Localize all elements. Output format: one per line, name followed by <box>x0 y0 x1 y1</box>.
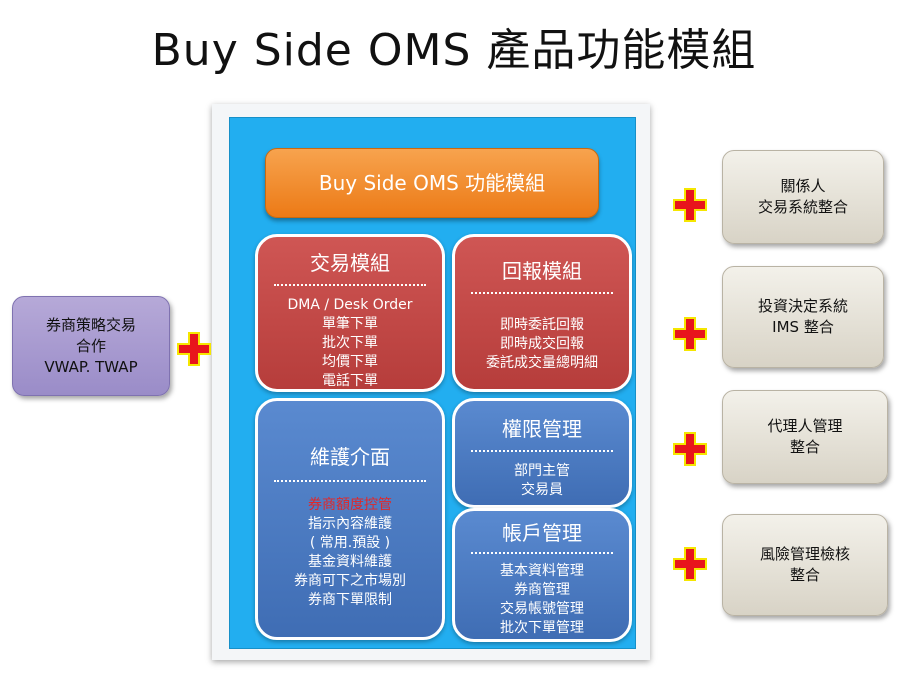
maintenance-module-title: 維護介面 <box>310 445 390 469</box>
plus-icon <box>672 546 708 582</box>
related-party-box: 關係人 交易系統整合 <box>722 150 884 244</box>
maintenance-module-item: ( 常用.預設 ) <box>309 535 391 551</box>
agent-management-line: 整合 <box>789 438 820 456</box>
report-module-divider <box>471 292 613 294</box>
maintenance-module-item: 指示內容維護 <box>308 516 392 532</box>
broker-strategy-line: 券商策略交易 <box>45 315 136 334</box>
trade-module-item: 均價下單 <box>322 354 378 370</box>
permission-module-item: 交易員 <box>521 482 563 498</box>
broker-strategy-line: VWAP. TWAP <box>44 357 138 376</box>
risk-management-box: 風險管理檢核 整合 <box>722 514 888 616</box>
account-module-divider <box>471 552 613 554</box>
permission-module-item: 部門主管 <box>514 463 570 479</box>
agent-management-line: 代理人管理 <box>767 417 843 435</box>
plus-icon <box>672 316 708 352</box>
account-module-item: 基本資料管理 <box>500 563 584 579</box>
broker-strategy-box: 券商策略交易 合作 VWAP. TWAP <box>12 296 170 396</box>
trade-module-item: 批次下單 <box>322 335 378 351</box>
report-module-item: 即時委託回報 <box>500 317 584 333</box>
trade-module-item: 電話下單 <box>322 373 378 389</box>
related-party-line: 關係人 <box>780 177 826 195</box>
maintenance-module-box: 維護介面 券商額度控管 指示內容維護 ( 常用.預設 ) 基金資料維護 券商可下… <box>255 398 445 640</box>
ims-integration-line: 投資決定系統 <box>757 297 848 315</box>
account-module-item: 券商管理 <box>514 582 570 598</box>
plus-icon <box>176 331 212 367</box>
maintenance-module-item: 基金資料維護 <box>308 554 392 570</box>
risk-management-line: 風險管理檢核 <box>759 545 850 563</box>
ims-integration-box: 投資決定系統 IMS 整合 <box>722 266 884 368</box>
account-module-item: 交易帳號管理 <box>500 601 584 617</box>
plus-icon <box>672 187 708 223</box>
ims-integration-line: IMS 整合 <box>772 318 834 336</box>
maintenance-module-item: 券商額度控管 <box>308 497 392 513</box>
plus-icon <box>672 431 708 467</box>
risk-management-line: 整合 <box>789 566 820 584</box>
account-module-box: 帳戶管理 基本資料管理 券商管理 交易帳號管理 批次下單管理 <box>452 508 632 642</box>
maintenance-module-divider <box>274 480 426 482</box>
account-module-title: 帳戶管理 <box>502 521 582 545</box>
report-module-item: 委託成交量總明細 <box>486 355 598 371</box>
report-module-item: 即時成交回報 <box>500 336 584 352</box>
trade-module-item: 單筆下單 <box>322 316 378 332</box>
trade-module-item: DMA / Desk Order <box>287 297 413 313</box>
maintenance-module-item: 券商可下之市場別 <box>294 573 406 589</box>
permission-module-divider <box>471 450 613 452</box>
permission-module-title: 權限管理 <box>502 417 582 441</box>
module-header: Buy Side OMS 功能模組 <box>265 148 599 218</box>
broker-strategy-line: 合作 <box>75 336 106 355</box>
report-module-title: 回報模組 <box>502 259 582 283</box>
permission-module-box: 權限管理 部門主管 交易員 <box>452 398 632 508</box>
page-title: Buy Side OMS 產品功能模組 <box>151 25 757 76</box>
trade-module-title: 交易模組 <box>310 251 390 275</box>
trade-module-box: 交易模組 DMA / Desk Order 單筆下單 批次下單 均價下單 電話下… <box>255 234 445 392</box>
agent-management-box: 代理人管理 整合 <box>722 390 888 484</box>
trade-module-divider <box>274 284 426 286</box>
account-module-item: 批次下單管理 <box>500 620 584 636</box>
related-party-line: 交易系統整合 <box>757 198 848 216</box>
report-module-box: 回報模組 即時委託回報 即時成交回報 委託成交量總明細 <box>452 234 632 392</box>
maintenance-module-item: 券商下單限制 <box>308 592 392 608</box>
